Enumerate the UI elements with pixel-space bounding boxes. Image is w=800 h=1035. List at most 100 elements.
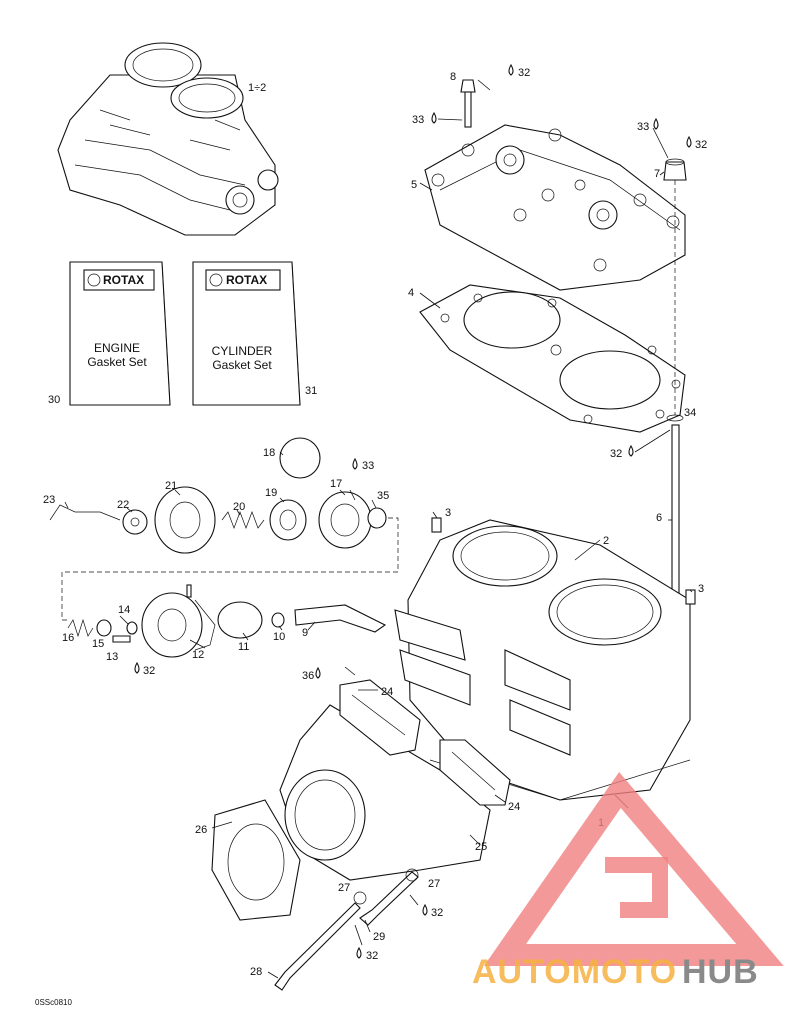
spring-16 bbox=[67, 618, 94, 638]
label-15: 15 bbox=[92, 638, 104, 650]
label-19: 19 bbox=[265, 487, 277, 499]
pump-cover-12 bbox=[141, 584, 216, 658]
seal-19 bbox=[269, 499, 307, 541]
o-ring-35 bbox=[367, 507, 387, 529]
bolt-8 bbox=[460, 79, 476, 128]
label-32f: 32 bbox=[366, 950, 378, 962]
label-18: 18 bbox=[263, 447, 275, 459]
exhaust-gasket-24a bbox=[339, 679, 421, 756]
engine-kit-brand: ROTAX bbox=[103, 273, 144, 287]
label-13: 13 bbox=[106, 651, 118, 663]
label-12: 12 bbox=[192, 649, 204, 661]
label-33b: 33 bbox=[637, 121, 649, 133]
screw-13 bbox=[112, 635, 131, 643]
cylinder-kit-brand: ROTAX bbox=[226, 273, 267, 287]
label-29: 29 bbox=[373, 931, 385, 943]
label-8: 8 bbox=[450, 71, 456, 83]
wire-23 bbox=[49, 504, 121, 521]
label-33a: 33 bbox=[412, 114, 424, 126]
label-36: 36 bbox=[302, 670, 314, 682]
leader-lines bbox=[64, 79, 693, 979]
cylinder-gasket-kit: ROTAX CYLINDER Gasket Set bbox=[192, 261, 301, 406]
nut-7 bbox=[663, 158, 687, 181]
seal-17 bbox=[318, 491, 372, 549]
label-26: 26 bbox=[195, 824, 207, 836]
label-9: 9 bbox=[302, 627, 308, 639]
engine-kit-line2: Gasket Set bbox=[87, 355, 147, 369]
drop-icon bbox=[653, 117, 659, 130]
label-22: 22 bbox=[117, 499, 129, 511]
drop-icon bbox=[352, 457, 358, 470]
bushing-14 bbox=[126, 621, 138, 635]
label-20: 20 bbox=[233, 501, 245, 513]
washer-27a bbox=[353, 891, 367, 905]
label-top-assembly: 1÷2 bbox=[248, 82, 266, 94]
drop-icon bbox=[315, 666, 321, 679]
washer-27b bbox=[405, 868, 419, 882]
label-25: 25 bbox=[475, 841, 487, 853]
label-23: 23 bbox=[43, 494, 55, 506]
label-31: 31 bbox=[305, 385, 317, 397]
label-2: 2 bbox=[603, 535, 609, 547]
label-27a: 27 bbox=[338, 882, 350, 894]
o-ring-11 bbox=[217, 601, 263, 639]
pump-housing-21 bbox=[154, 486, 216, 554]
label-16: 16 bbox=[62, 632, 74, 644]
spring-20 bbox=[221, 511, 265, 529]
drop-icon bbox=[356, 946, 362, 959]
drop-icon bbox=[431, 111, 437, 124]
label-33c: 33 bbox=[362, 460, 374, 472]
diagram-code: 0SSc0810 bbox=[35, 998, 72, 1007]
label-4: 4 bbox=[408, 287, 414, 299]
label-7: 7 bbox=[654, 168, 660, 180]
label-3a: 3 bbox=[445, 507, 451, 519]
engine-kit-line1: ENGINE bbox=[94, 341, 140, 355]
label-17: 17 bbox=[330, 478, 342, 490]
o-ring-10 bbox=[271, 612, 285, 628]
drop-icon bbox=[508, 63, 514, 76]
drop-icon bbox=[686, 135, 692, 148]
label-10: 10 bbox=[273, 631, 285, 643]
label-35: 35 bbox=[377, 490, 389, 502]
cylinder-kit-line2: Gasket Set bbox=[212, 358, 272, 372]
exhaust-gasket-26 bbox=[211, 799, 301, 921]
label-32a: 32 bbox=[518, 67, 530, 79]
label-24a: 24 bbox=[381, 686, 393, 698]
label-11: 11 bbox=[238, 641, 249, 653]
label-32c: 32 bbox=[610, 448, 622, 460]
label-21: 21 bbox=[165, 480, 177, 492]
label-5: 5 bbox=[411, 179, 417, 191]
watermark-part2: HUB bbox=[682, 953, 759, 991]
label-32d: 32 bbox=[143, 665, 155, 677]
engine-block-drawing bbox=[57, 42, 279, 236]
label-32b: 32 bbox=[695, 139, 707, 151]
label-24b: 24 bbox=[508, 801, 520, 813]
exhaust-manifold-drawing bbox=[279, 704, 491, 881]
sealant-drop-symbols bbox=[134, 63, 692, 959]
cylinder-kit-line1: CYLINDER bbox=[212, 344, 273, 358]
drop-icon bbox=[628, 444, 634, 457]
stud-6 bbox=[666, 414, 684, 596]
bolt-29 bbox=[359, 871, 419, 926]
washer-15 bbox=[96, 619, 112, 637]
fitting-9 bbox=[294, 604, 387, 633]
label-3b: 3 bbox=[698, 583, 704, 595]
drop-icon bbox=[422, 903, 428, 916]
bolt-28 bbox=[274, 902, 361, 991]
exhaust-gasket-24b bbox=[439, 739, 511, 806]
automotohub-watermark: AUTOMOTO HUB bbox=[472, 771, 784, 991]
label-34: 34 bbox=[684, 407, 696, 419]
o-ring-18 bbox=[279, 437, 321, 479]
label-32e: 32 bbox=[431, 907, 443, 919]
label-27b: 27 bbox=[428, 878, 440, 890]
label-6: 6 bbox=[656, 512, 662, 524]
label-28: 28 bbox=[250, 966, 262, 978]
watermark-part1: AUTOMOTO bbox=[472, 953, 677, 991]
impeller-22 bbox=[122, 509, 148, 535]
cylinder-head-drawing bbox=[424, 124, 686, 291]
label-30: 30 bbox=[48, 394, 60, 406]
head-gasket-drawing bbox=[419, 284, 686, 433]
drop-icon bbox=[134, 661, 140, 674]
cylinder-drawing bbox=[394, 517, 696, 801]
